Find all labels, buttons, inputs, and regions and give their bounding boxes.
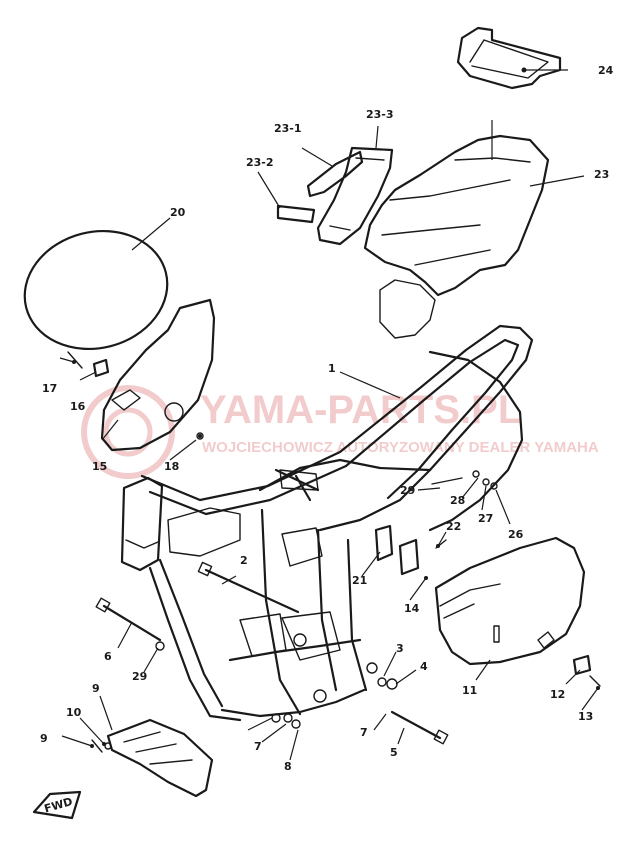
- part-8-nut: [291, 719, 301, 729]
- callout-23-3: 23-3: [366, 108, 394, 121]
- part-23-2-plate: [276, 204, 316, 224]
- part-6-bolt: [95, 597, 162, 642]
- callout-17: 16: [70, 400, 86, 413]
- part-18-screw: [67, 351, 83, 369]
- watermark-logo-core: [103, 407, 153, 457]
- callout-21: 21: [352, 574, 367, 587]
- fwd-arrow: FWD: [32, 790, 82, 820]
- callout-23-2: 23-2: [246, 156, 274, 169]
- part-16-side-cover: [100, 298, 216, 452]
- callout-11: 10: [66, 706, 82, 719]
- callout-labels: 24 23 23-1 23-3 23-2 20 1 17 16 15 18 29…: [40, 64, 614, 773]
- part-10-screw: [91, 739, 103, 753]
- callout-29-a: 29: [132, 670, 147, 683]
- part-3-washer: [377, 677, 387, 687]
- part-14-screw: [589, 675, 601, 687]
- part-23-1-bracket: [306, 150, 364, 198]
- callout-22: 22: [446, 520, 461, 533]
- callout-16: 15: [92, 460, 107, 473]
- part-4-nut: [386, 678, 398, 690]
- callout-18: 17: [42, 382, 57, 395]
- part-2-bolt: [197, 561, 300, 614]
- callout-2: 2: [240, 554, 248, 567]
- callout-19: 18: [164, 460, 179, 473]
- part-20-filter-cover: [23, 229, 169, 351]
- callout-23-1: 23-1: [274, 122, 302, 135]
- callout-20: 20: [170, 206, 186, 219]
- part-17-grommet: [92, 358, 110, 378]
- callout-25: 26: [508, 528, 524, 541]
- callout-15: 14: [404, 602, 420, 615]
- part-21-bracket: [374, 524, 394, 562]
- callout-7-a: 7: [254, 740, 262, 753]
- callout-23: 23: [594, 168, 609, 181]
- part-1-frame: [120, 324, 534, 722]
- callout-6: 6: [104, 650, 112, 663]
- part-15-clip: [398, 538, 420, 576]
- callout-13: 12: [550, 688, 565, 701]
- callout-8: 8: [284, 760, 292, 773]
- part-23-3-cover: [316, 146, 394, 246]
- callout-24: 24: [598, 64, 614, 77]
- part-11-washer: [104, 742, 112, 750]
- part-25-26-27-fasteners: [472, 470, 498, 490]
- callout-12: 11: [462, 684, 477, 697]
- callout-3: 3: [396, 642, 404, 655]
- part-19-nut: [196, 432, 204, 440]
- part-13-grommet: [572, 654, 592, 676]
- part-23-rear-fender: [363, 120, 550, 339]
- watermark-subtitle: WOJCIECHOWICZ AUTORYZOWANY DEALER YAMAHA: [202, 439, 599, 456]
- callout-1: 1: [328, 362, 336, 375]
- part-12-side-cover: [434, 536, 586, 666]
- callout-28: 29: [400, 484, 415, 497]
- callout-7-b: 7: [360, 726, 368, 739]
- part-9-skid-plate: [106, 718, 214, 798]
- part-7-washer: [283, 713, 293, 723]
- callout-9: 9: [92, 682, 100, 695]
- callout-5: 5: [390, 746, 398, 759]
- callout-10: 9: [40, 732, 48, 745]
- callout-14: 13: [578, 710, 593, 723]
- watermark-logo-ring: [81, 385, 175, 479]
- part-29-bushing-a: [155, 641, 165, 651]
- part-5-bolt: [390, 710, 449, 745]
- callout-26: 27: [478, 512, 493, 525]
- callout-27: 28: [450, 494, 465, 507]
- leader-lines: [59, 67, 600, 761]
- part-24-grab-rail: [456, 26, 562, 90]
- watermark-title: YAMA-PARTS.PL: [200, 388, 522, 432]
- part-28-bolt: [431, 477, 463, 485]
- callout-4: 4: [420, 660, 428, 673]
